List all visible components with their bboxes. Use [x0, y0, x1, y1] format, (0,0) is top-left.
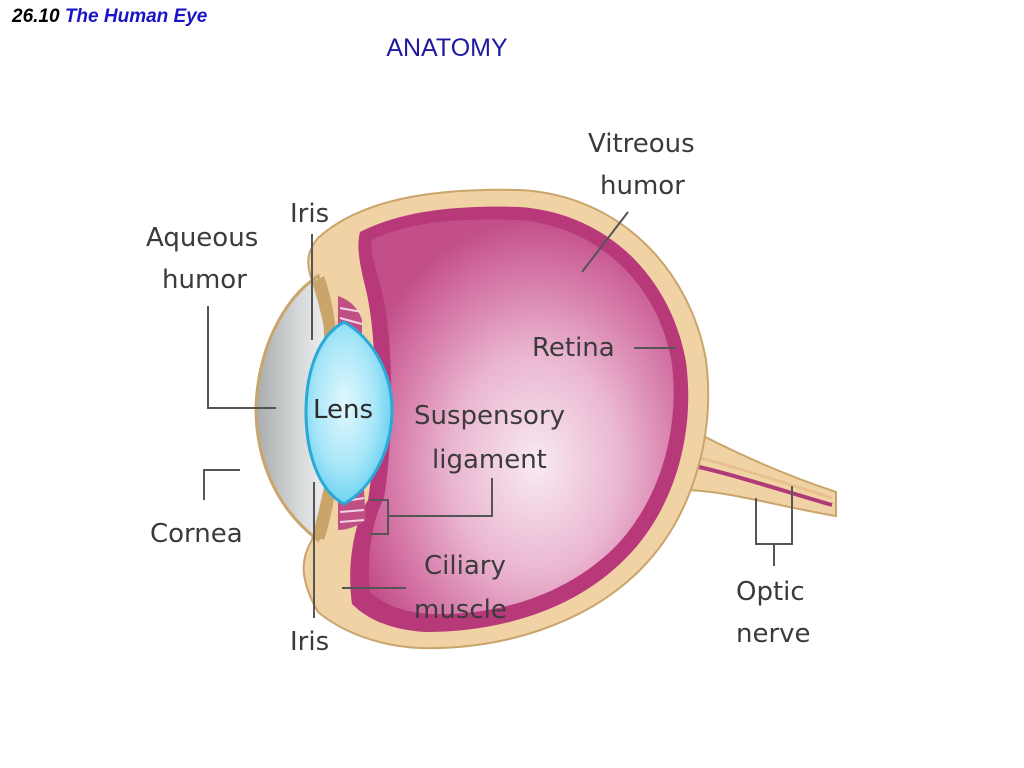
label-aqueous-humor-line1: Aqueous	[146, 223, 258, 253]
label-optic-nerve-line2: nerve	[736, 619, 811, 649]
label-retina: Retina	[532, 333, 615, 363]
iris-top-shape	[312, 276, 336, 336]
label-optic-nerve-line1: Optic	[736, 577, 805, 607]
label-lens: Lens	[313, 395, 373, 425]
slide-subtitle: ANATOMY	[386, 34, 508, 62]
suspensory-ligament-bracket	[370, 499, 389, 535]
cornea-leader	[203, 469, 240, 500]
label-ciliary-muscle-line1: Ciliary	[424, 551, 506, 581]
section-number: 26.10	[12, 6, 60, 27]
slide-header: 26.10 The Human Eye	[12, 6, 207, 28]
aqueous-humor-leader	[207, 306, 276, 409]
label-vitreous-humor-line1: Vitreous	[588, 129, 695, 159]
label-suspensory-ligament-line2: ligament	[432, 445, 547, 475]
suspensory-ligament-leader	[388, 478, 493, 517]
lens-shape	[304, 320, 394, 506]
label-ciliary-muscle-line2: muscle	[414, 595, 507, 625]
vitreous-humor-leader	[581, 211, 629, 273]
section-title: The Human Eye	[64, 6, 208, 27]
label-suspensory-ligament-line1: Suspensory	[414, 401, 565, 431]
label-aqueous-humor-line2: humor	[162, 265, 247, 295]
label-vitreous-humor-line2: humor	[600, 171, 685, 201]
label-iris-top: Iris	[290, 199, 329, 229]
label-iris-bottom: Iris	[290, 627, 329, 657]
label-cornea: Cornea	[150, 519, 243, 549]
